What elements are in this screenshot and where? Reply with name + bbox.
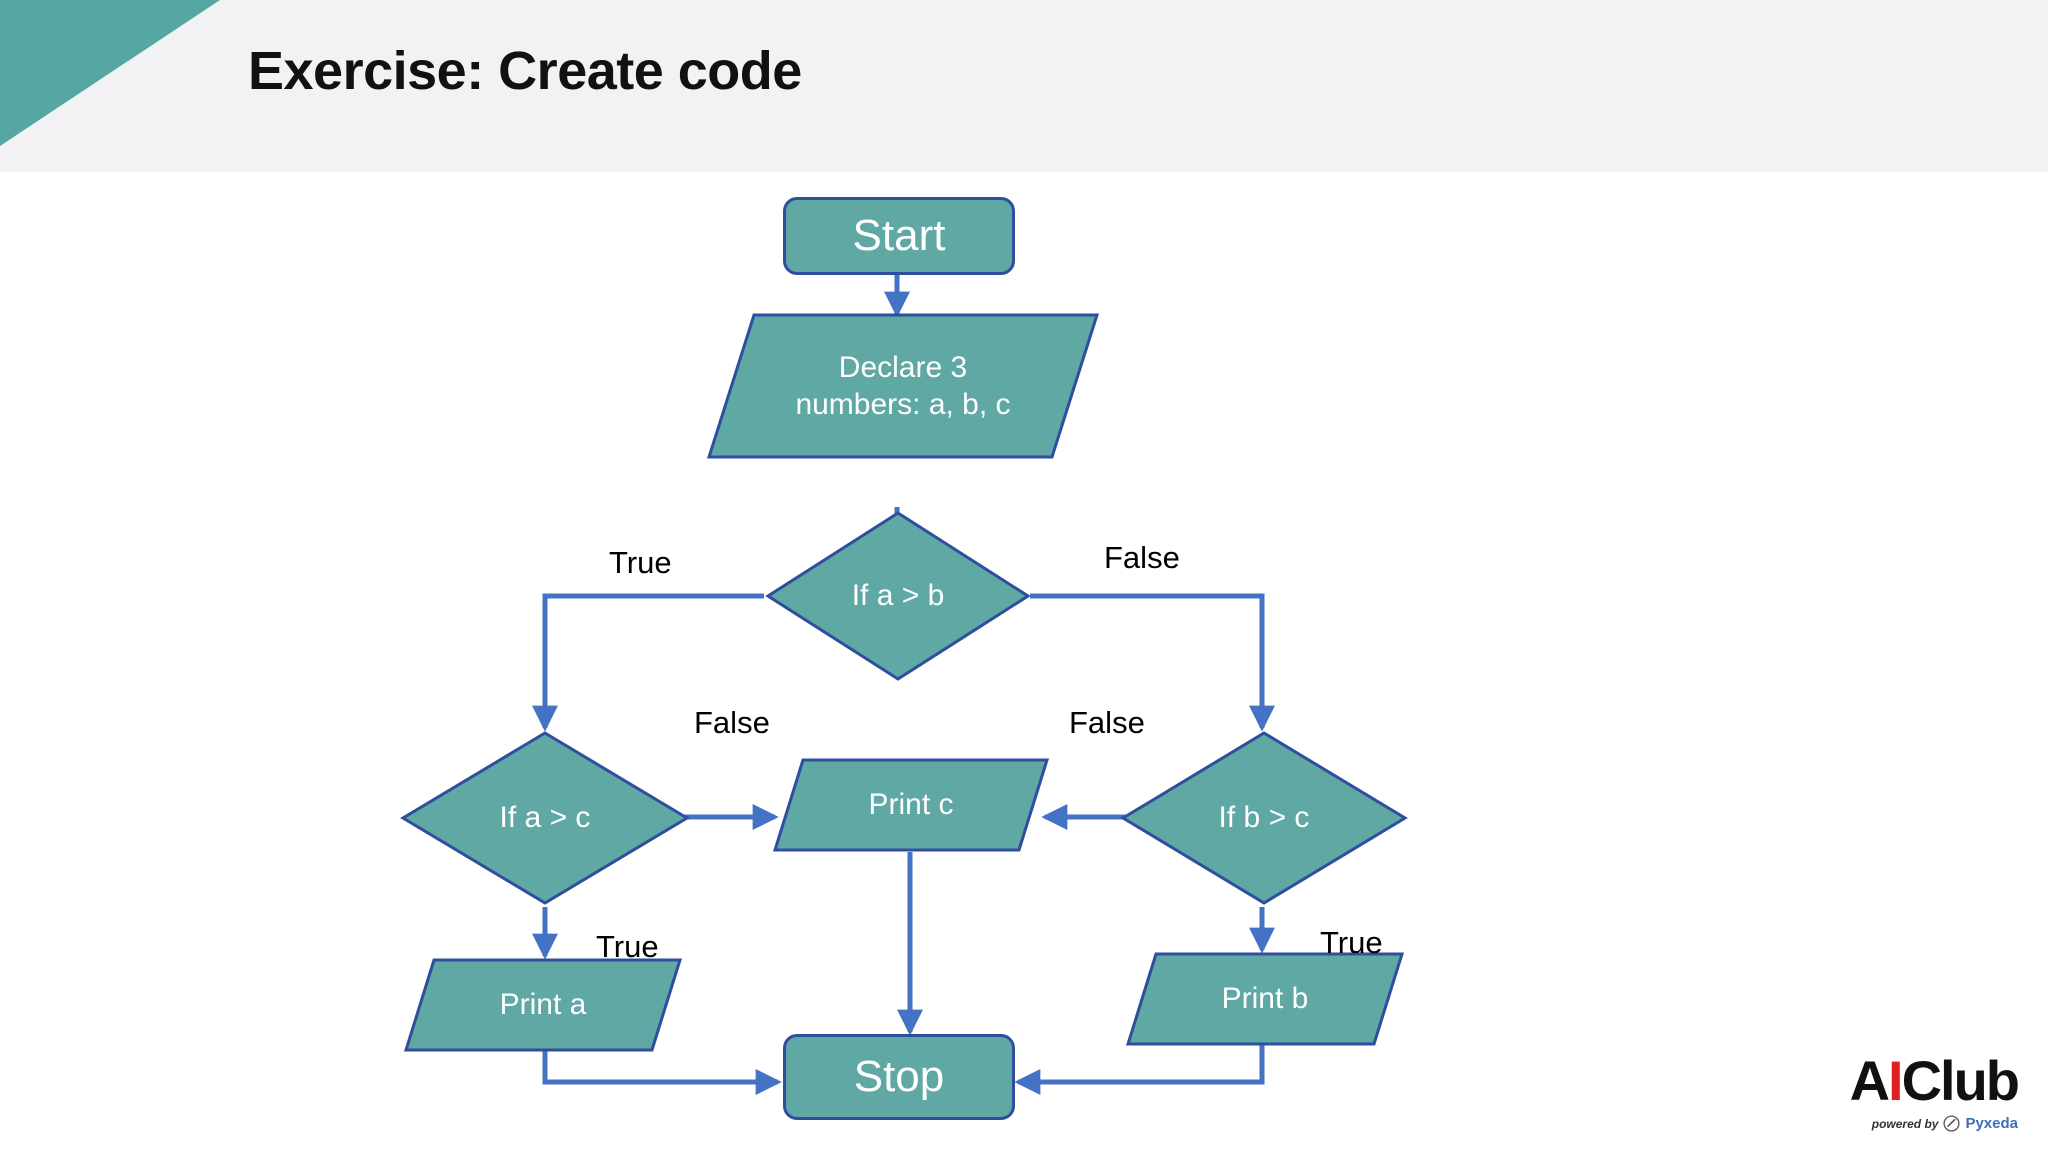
parallelogram-shape [706, 313, 1100, 459]
node-if-a-gt-b-label: If a > b [851, 579, 945, 612]
edge-label-true-if-a-b: True [609, 545, 672, 580]
node-declare-label: Declare 3 numbers: a, b, c [706, 312, 1100, 460]
accent-corner-triangle [0, 0, 220, 146]
node-start[interactable]: Start [783, 197, 1015, 275]
logo-letter-a: A [1849, 1049, 1890, 1112]
parallelogram-shape [403, 958, 683, 1052]
logo-vendor-name: Pyxeda [1965, 1115, 2018, 1132]
node-declare-line2: numbers: a, b, c [795, 388, 1011, 421]
diamond-shape [1120, 731, 1408, 905]
node-if-b-gt-c-label: If b > c [1218, 801, 1310, 834]
node-if-a-gt-b[interactable]: If a > b [765, 510, 1031, 682]
slide-header [0, 0, 2048, 172]
logo-powered-by-text: powered by [1871, 1116, 1939, 1131]
logo-letter-i: I [1888, 1049, 1904, 1112]
node-print-c[interactable]: Print c [772, 757, 1050, 853]
aiclub-logo: AIClub powered by Pyxeda [1776, 1048, 2024, 1134]
edge-if-a-b-false-to-if-b-c [1030, 593, 1275, 732]
edge-label-false-if-a-c: False [694, 705, 770, 740]
edge-label-false-if-b-c: False [1069, 705, 1145, 740]
flowchart-canvas: Start Declare 3 numbers: a, b, c If a > … [0, 172, 2048, 1152]
node-if-a-gt-c[interactable]: If a > c [400, 730, 690, 906]
node-start-label: Start [852, 211, 946, 261]
node-if-a-gt-c-label: If a > c [499, 801, 591, 834]
edge-label-false-if-a-b: False [1104, 540, 1180, 575]
node-stop[interactable]: Stop [783, 1034, 1015, 1120]
diamond-shape [765, 511, 1031, 681]
parallelogram-shape [1125, 952, 1405, 1046]
node-if-b-gt-c[interactable]: If b > c [1120, 730, 1408, 906]
node-print-b[interactable]: Print b [1125, 951, 1405, 1047]
edge-label-true-if-a-c: True [596, 929, 659, 964]
page-title: Exercise: Create code [248, 41, 802, 101]
parallelogram-shape [772, 758, 1050, 852]
node-print-b-label: Print b [1221, 982, 1309, 1016]
edge-label-true-if-b-c: True [1320, 925, 1383, 960]
node-print-c-label: Print c [868, 788, 954, 822]
logo-word-club: Club [1901, 1049, 2020, 1112]
node-print-a[interactable]: Print a [403, 957, 683, 1053]
logo-tagline: powered by Pyxeda [1872, 1115, 2018, 1132]
node-print-a-label: Print a [499, 988, 587, 1022]
node-declare-line1: Declare 3 [838, 350, 968, 384]
logo-wordmark: AIClub [1849, 1048, 2020, 1113]
node-declare[interactable]: Declare 3 numbers: a, b, c [706, 312, 1100, 460]
edge-if-a-b-true-to-if-a-c [532, 593, 764, 732]
pyxeda-mark-icon [1943, 1115, 1961, 1132]
diamond-shape [400, 731, 690, 905]
node-stop-label: Stop [853, 1052, 945, 1102]
